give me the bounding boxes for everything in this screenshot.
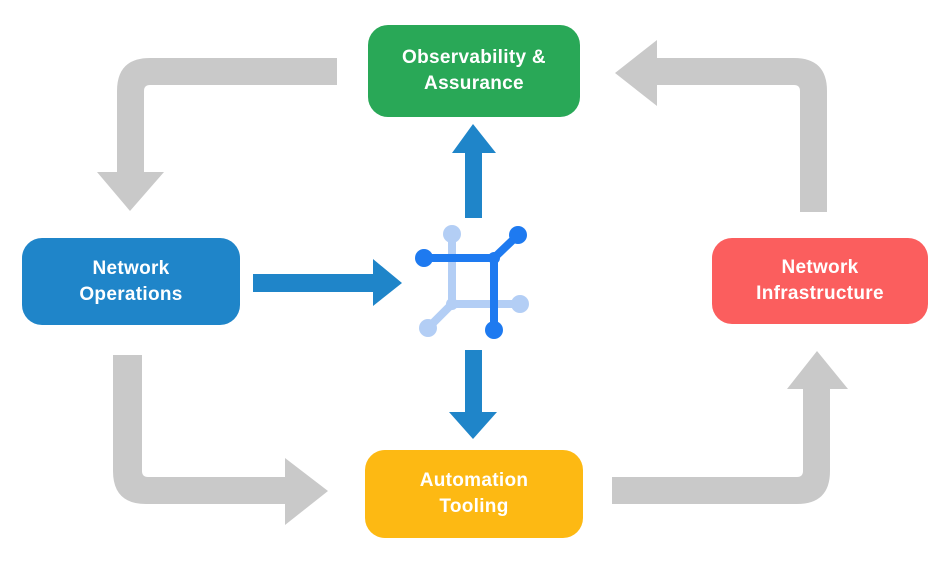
network-fabric-icon-light-nodes [419, 225, 529, 337]
cycle-arrow-infrastructure-to-observability [615, 40, 827, 212]
cycle-arrow-operations-to-automation [113, 355, 328, 525]
flow-arrow-center-to-observability [452, 124, 496, 218]
node-network-infrastructure: Network Infrastructure [712, 238, 928, 324]
node-network-operations-label: Network Operations [79, 257, 183, 305]
node-network-infrastructure-label: Network Infrastructure [756, 257, 884, 304]
cycle-arrow-automation-to-infrastructure [612, 351, 848, 504]
network-fabric-icon-dark-nodes [415, 226, 527, 339]
cycle-arrow-observability-to-operations [97, 58, 337, 211]
flow-arrow-center-to-automation [449, 350, 497, 439]
node-observability-assurance-label: Observability & Assurance [402, 47, 546, 94]
network-fabric-icon [415, 225, 529, 339]
node-network-operations: Network Operations [22, 238, 240, 325]
flow-arrow-operations-to-center [253, 259, 402, 306]
node-automation-tooling-label: Automation Tooling [419, 470, 529, 517]
node-automation-tooling: Automation Tooling [365, 450, 583, 538]
node-observability-assurance: Observability & Assurance [368, 25, 580, 117]
